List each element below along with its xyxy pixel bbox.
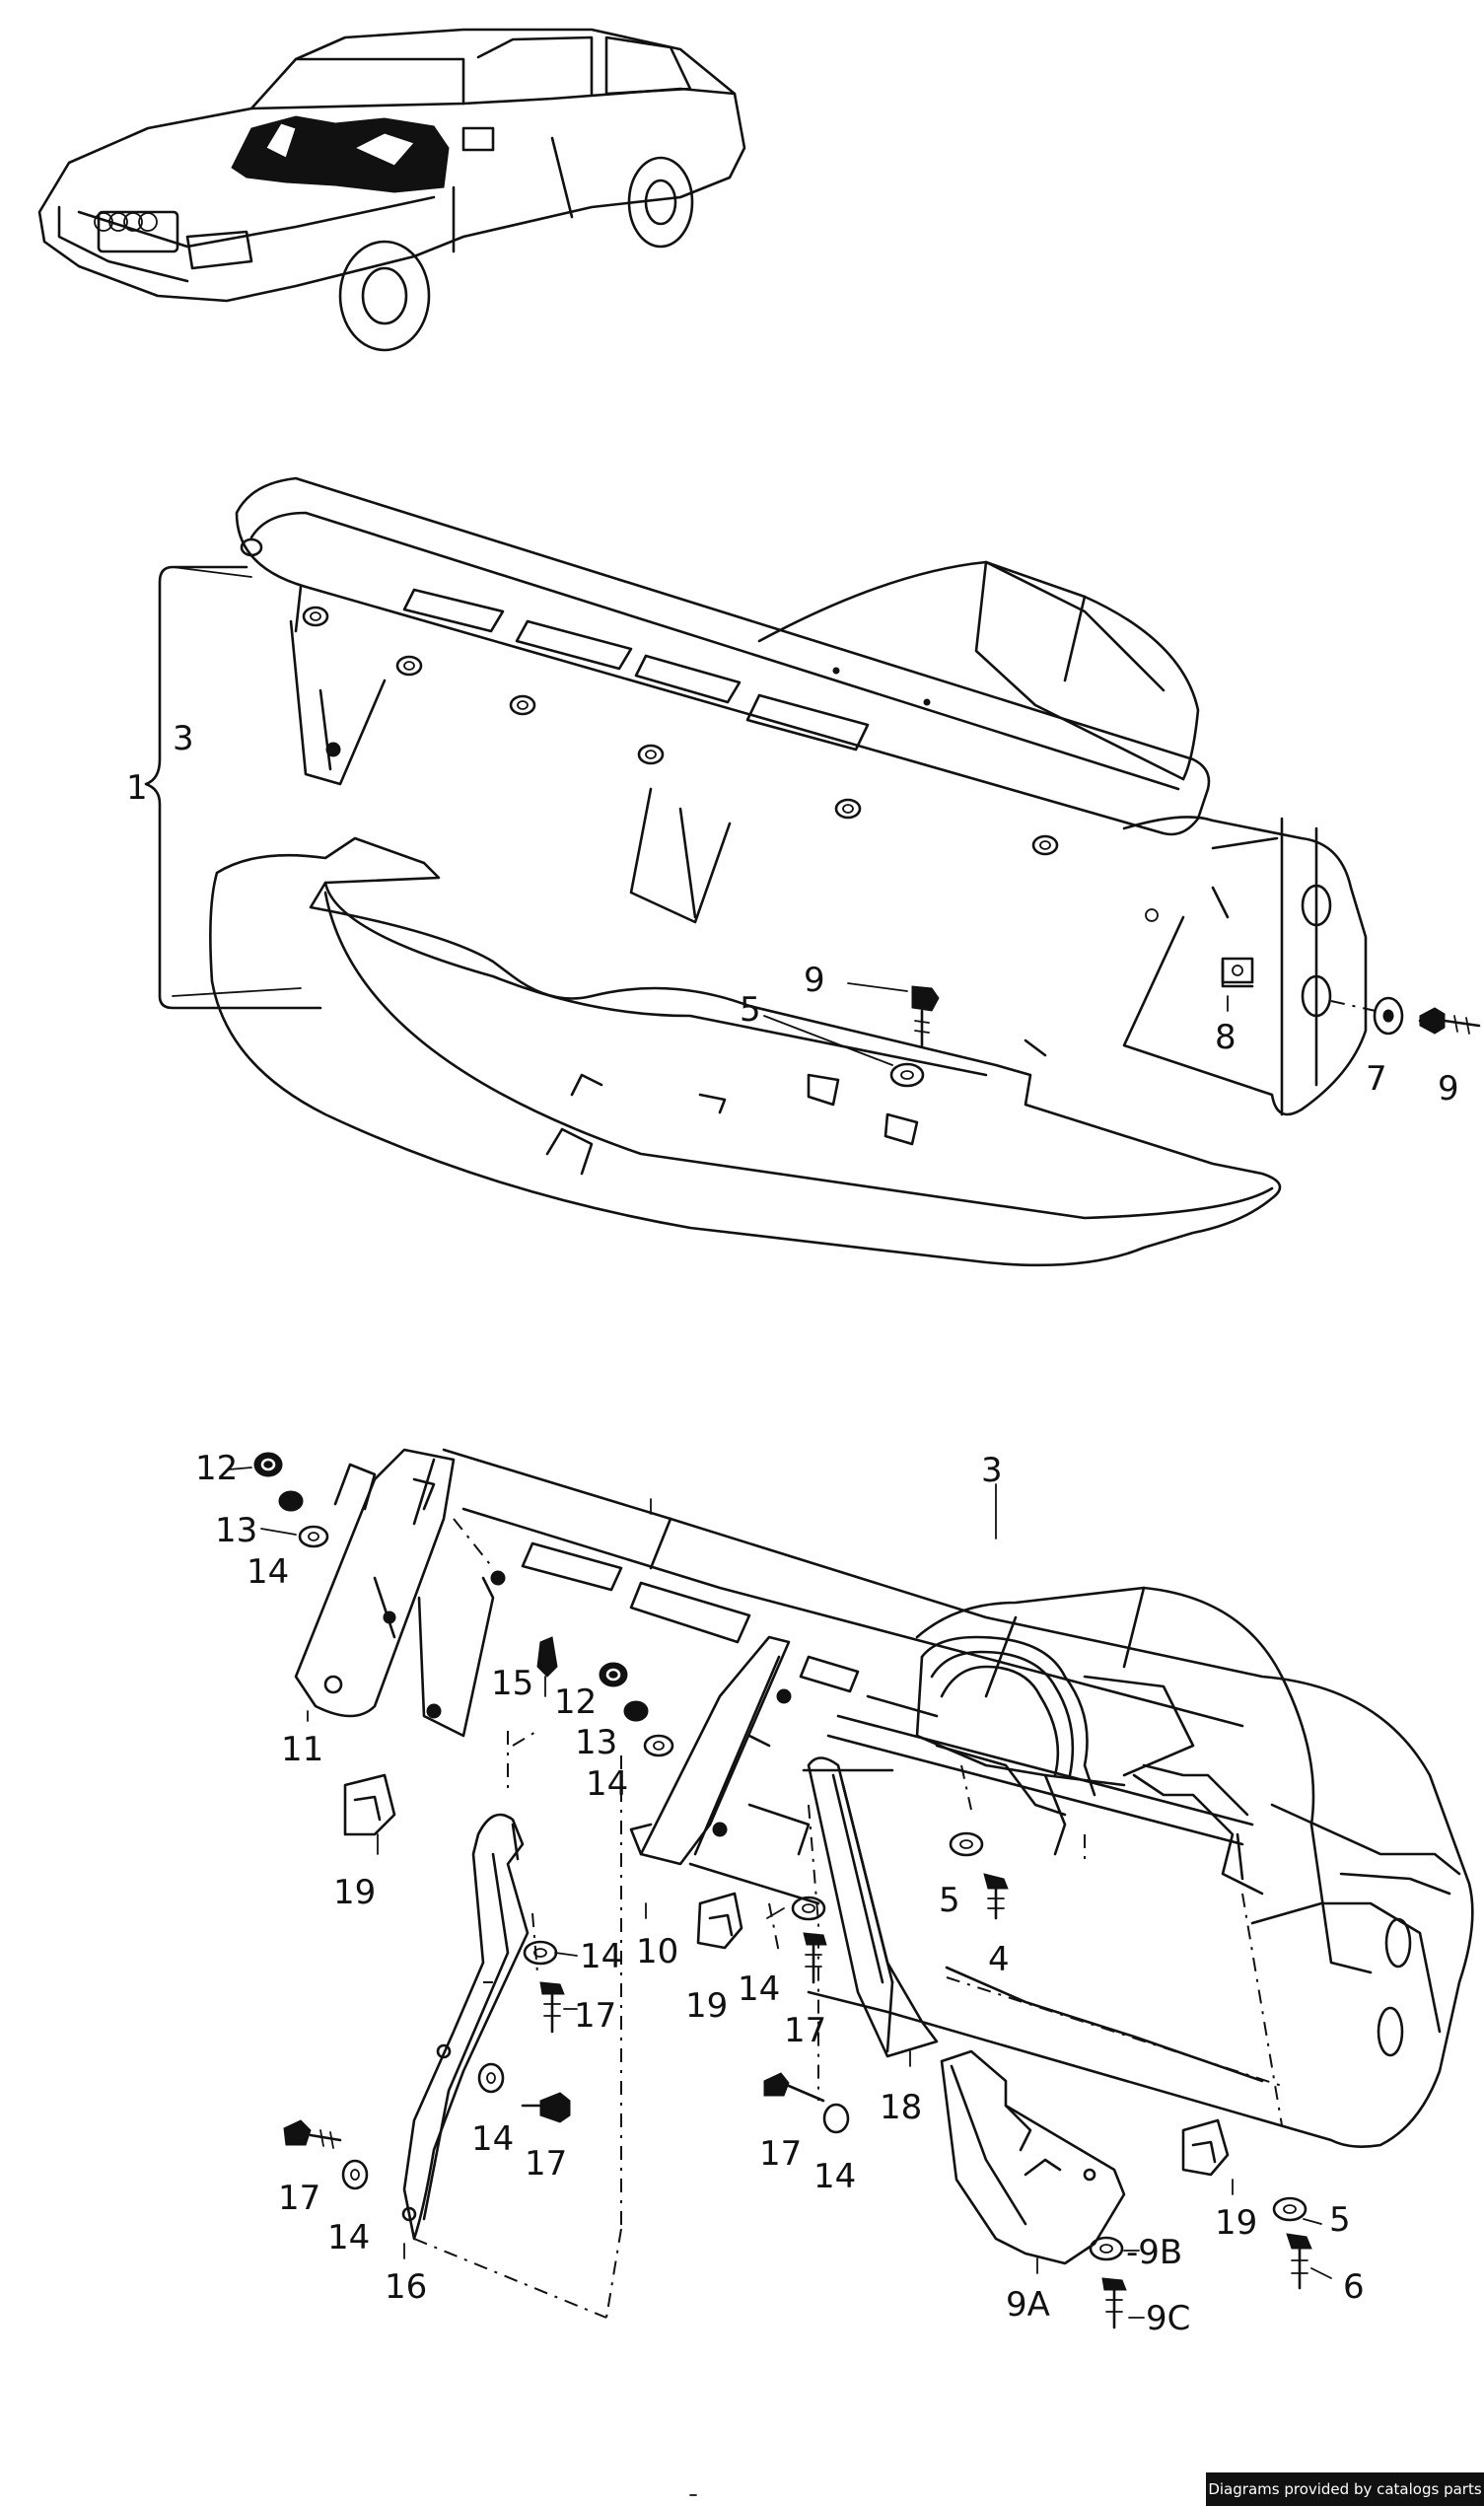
- top-fasteners: [763, 960, 1481, 1088]
- label-13-center: 13: [575, 1723, 617, 1762]
- label-6: 6: [1343, 2267, 1365, 2307]
- label-17-b: 17: [784, 2011, 826, 2050]
- label-9-top: 9: [804, 961, 825, 1000]
- label-5-top: 5: [740, 990, 761, 1030]
- label-14-a: 14: [580, 1937, 622, 1976]
- label-19-center: 19: [685, 1986, 728, 2026]
- label-14-b: 14: [738, 1969, 780, 2009]
- label-11: 11: [281, 1730, 323, 1769]
- label-7: 7: [1366, 1059, 1387, 1099]
- dash-trim-assembly: [144, 476, 1368, 1267]
- label-18: 18: [880, 2088, 922, 2127]
- label-5-center: 5: [939, 1881, 960, 1920]
- label-9-right: 9: [1438, 1069, 1459, 1109]
- label-9A: 9A: [1006, 2285, 1050, 2325]
- label-5-right: 5: [1329, 2200, 1351, 2240]
- label-10: 10: [636, 1932, 678, 1971]
- label-17-a: 17: [574, 1996, 616, 2036]
- label-14-center: 14: [586, 1764, 628, 1804]
- label-15: 15: [491, 1664, 533, 1703]
- label-1: 1: [126, 768, 148, 808]
- label-9B: -9B: [1126, 2233, 1182, 2272]
- label-19-left: 19: [333, 1873, 376, 1912]
- label-17-d: 17: [759, 2134, 802, 2174]
- car-illustration: [37, 28, 746, 352]
- label-12-left: 12: [195, 1449, 238, 1488]
- label-17-c: 17: [525, 2144, 567, 2184]
- label-14-e: 14: [327, 2218, 370, 2257]
- label-14-c: 14: [471, 2119, 514, 2159]
- label-3-top: 3: [173, 719, 194, 758]
- label-17-e: 17: [278, 2179, 320, 2218]
- label-4: 4: [988, 1940, 1010, 1979]
- label-14-d: 14: [813, 2157, 856, 2196]
- dash-carrier-assembly: [294, 1448, 1474, 2319]
- label-9C: 9C: [1146, 2299, 1190, 2338]
- label-16: 16: [385, 2267, 427, 2307]
- leader-lines: [228, 1467, 1332, 2319]
- label-14-left: 14: [247, 1552, 289, 1592]
- label-12-center: 12: [554, 1683, 597, 1722]
- label-13-left: 13: [215, 1511, 257, 1550]
- label-8: 8: [1215, 1018, 1237, 1057]
- label-19-right: 19: [1215, 2203, 1257, 2243]
- bottom-fasteners: [253, 1452, 1312, 2329]
- label-3-bottom: 3: [981, 1451, 1003, 1490]
- credit-banner: Diagrams provided by catalogs parts: [1206, 2472, 1484, 2506]
- callout-labels: 1 3 9 5 8 7 9 12 13 14 11 19 15 12 13 14…: [126, 719, 1459, 2338]
